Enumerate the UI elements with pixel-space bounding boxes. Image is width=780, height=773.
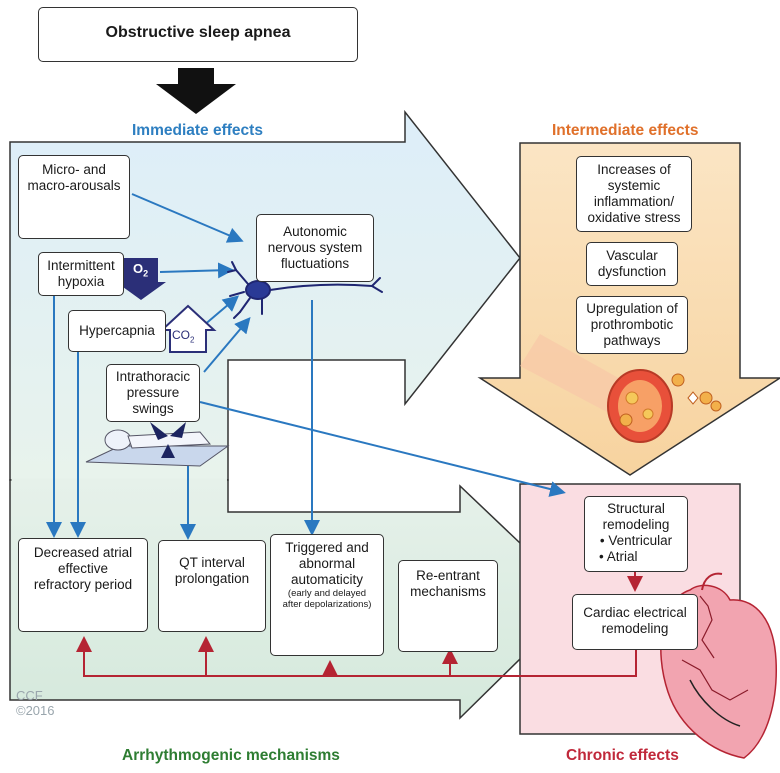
supine-patient-illustration: [85, 422, 230, 467]
obstructive-sleep-apnea-box: Obstructive sleep apnea: [38, 7, 358, 62]
atrial-line-2: effective: [57, 561, 109, 576]
co2-sub: 2: [190, 335, 195, 345]
structural-item-2: • Atrial: [599, 549, 638, 564]
prothrombotic-line-2: prothrombotic: [590, 317, 674, 332]
credit-line-1: CCF: [16, 688, 43, 703]
structural-line-2: remodeling: [602, 517, 670, 532]
vascular-line-1: Vascular: [606, 248, 658, 263]
inflammation-line-1: Increases of: [597, 162, 671, 177]
atrial-refractory-box: Decreased atrial effective refractory pe…: [18, 538, 148, 632]
autonomic-line-1: Autonomic: [283, 224, 347, 239]
neuron-icon: [227, 261, 383, 319]
arousals-line-1: Micro- and: [42, 162, 106, 177]
hypercapnia-box: Hypercapnia: [68, 310, 166, 352]
qt-line-2: prolongation: [174, 571, 250, 586]
title-text: Obstructive sleep apnea: [105, 24, 291, 41]
blood-vessel-illustration: [520, 334, 722, 443]
immediate-effects-header: Immediate effects: [132, 122, 263, 139]
structural-remodeling-box: Structural remodeling • Ventricular • At…: [584, 496, 688, 572]
prothrombotic-box: Upregulation of prothrombotic pathways: [576, 296, 688, 354]
o2-text: O: [133, 261, 144, 276]
hypoxia-box: Intermittent hypoxia: [38, 252, 124, 296]
triggered-line-3: automaticity: [290, 572, 364, 587]
structural-item-1: • Ventricular: [599, 533, 673, 548]
electrical-line-1: Cardiac electrical: [583, 605, 687, 620]
electrical-remodeling-box: Cardiac electrical remodeling: [572, 594, 698, 650]
atrial-line-3: refractory period: [33, 577, 133, 592]
inflammation-box: Increases of systemic inflammation/ oxid…: [576, 156, 692, 232]
autonomic-box: Autonomic nervous system fluctuations: [256, 214, 374, 282]
vascular-dysfunction-box: Vascular dysfunction: [586, 242, 678, 286]
prothrombotic-line-1: Upregulation of: [586, 301, 678, 316]
o2-sub: 2: [143, 268, 149, 279]
reentrant-mechanisms-box: Re-entrant mechanisms: [398, 560, 498, 652]
credit-line-2: ©2016: [16, 703, 55, 718]
triggered-line-1: Triggered and: [285, 540, 369, 555]
atrial-line-1: Decreased atrial: [33, 545, 133, 560]
intermediate-effects-header: Intermediate effects: [552, 122, 699, 139]
arousals-box: Micro- and macro-arousals: [18, 155, 130, 239]
structural-line-1: Structural: [607, 501, 665, 516]
arousals-line-2: macro-arousals: [27, 178, 121, 193]
inflammation-line-4: oxidative stress: [587, 210, 681, 225]
vascular-line-2: dysfunction: [597, 264, 667, 279]
chronic-connectors: [76, 572, 643, 677]
chronic-effects-header: Chronic effects: [566, 747, 679, 764]
pressure-line-3: swings: [132, 401, 174, 416]
prothrombotic-line-3: pathways: [603, 333, 661, 348]
inflammation-line-2: systemic: [607, 178, 661, 193]
o2-down-arrow: [116, 258, 166, 300]
hypercapnia-text: Hypercapnia: [79, 323, 155, 338]
electrical-line-2: remodeling: [601, 621, 669, 636]
hypoxia-line-2: hypoxia: [57, 274, 105, 289]
arrhythmogenic-mechanisms-header: Arrhythmogenic mechanisms: [122, 747, 340, 764]
reentrant-line-1: Re-entrant: [416, 568, 480, 583]
autonomic-line-3: fluctuations: [280, 256, 350, 271]
hypoxia-line-1: Intermittent: [47, 258, 115, 273]
pressure-line-2: pressure: [126, 385, 180, 400]
pressure-line-1: Intrathoracic: [115, 369, 191, 384]
co2-text: CO: [172, 328, 190, 342]
qt-prolongation-box: QT interval prolongation: [158, 540, 266, 632]
inflammation-line-3: inflammation/: [593, 194, 675, 209]
qt-line-1: QT interval: [179, 555, 245, 570]
pressure-swings-box: Intrathoracic pressure swings: [106, 364, 200, 422]
co2-up-arrow: [159, 304, 217, 353]
triggered-note-2: after depolarizations): [282, 599, 372, 610]
o2-label: O2: [133, 261, 148, 279]
triggered-line-2: abnormal: [298, 556, 356, 571]
top-down-arrow: [156, 68, 236, 114]
reentrant-line-2: mechanisms: [410, 584, 486, 599]
co2-label: CO2: [172, 328, 194, 344]
triggered-automaticity-box: Triggered and abnormal automaticity (ear…: [270, 534, 384, 656]
autonomic-line-2: nervous system: [267, 240, 363, 255]
credit-mark: CCF ©2016: [16, 688, 55, 718]
immediate-connectors: [46, 193, 566, 540]
triggered-note-1: (early and delayed: [287, 588, 367, 599]
